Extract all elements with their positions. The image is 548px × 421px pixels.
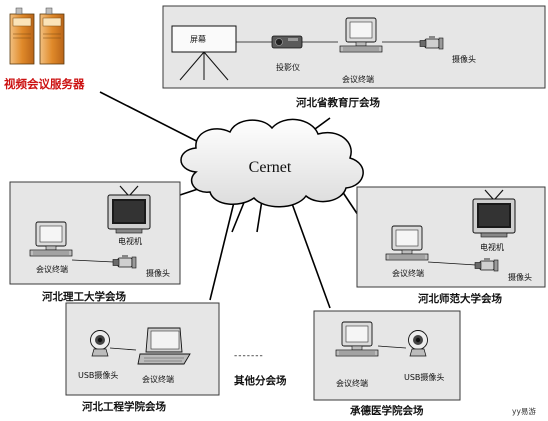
terminal-camera-cable [377, 345, 407, 349]
server-group: 视频会议服务器 [4, 7, 85, 91]
cernet-label: Cernet [249, 159, 292, 176]
venue-title: 河北省教育厅会场 [296, 96, 380, 109]
link-hebei-eng [209, 197, 236, 301]
terminal-label: 会议终端 [336, 378, 368, 388]
terminal-icon [385, 225, 429, 261]
link-others-2 [231, 199, 246, 233]
venue-chengde-med: 会议终端 USB摄像头 承德医学院会场 [313, 310, 461, 417]
screen-label: 屏幕 [190, 34, 206, 44]
terminal-icon [29, 221, 73, 257]
terminal-camera-cable [71, 259, 115, 263]
screen-icon [171, 25, 237, 81]
usb-camera-label: USB摄像头 [78, 370, 118, 380]
venue-title: 河北师范大学会场 [418, 292, 502, 305]
venue-title: 河北理工大学会场 [42, 290, 126, 303]
venue-hebei-tech: 电视机 会议终端 摄像头 河北理工大学会场 [9, 181, 181, 303]
cernet-cloud: Cernet [180, 118, 364, 208]
link-chengde-med [289, 197, 331, 309]
venue-title: 河北工程学院会场 [82, 400, 166, 413]
venue-hebei-eng: USB摄像头 会议终端 河北工程学院会场 [65, 302, 220, 413]
camera-laptop-cable [109, 347, 137, 351]
watermark: yy易游 [512, 406, 536, 416]
terminal-label: 会议终端 [36, 264, 68, 274]
tv-label: 电视机 [480, 242, 504, 252]
terminal-label: 会议终端 [392, 268, 424, 278]
others-dots: ------- [234, 351, 264, 361]
venue-hebei-edu: 屏幕 投影仪 会议终端 摄像头 河北省教育厅会场 [162, 5, 546, 109]
venue-hebei-eng-box [65, 302, 220, 396]
camera-label: 摄像头 [452, 54, 476, 64]
terminal-icon [339, 17, 383, 53]
venue-hebei-normal-box [356, 186, 546, 288]
usb-camera-label: USB摄像头 [404, 372, 444, 382]
projector-icon [271, 35, 303, 49]
server-icon [9, 7, 65, 65]
terminal-label: 会议终端 [142, 374, 174, 384]
usb-camera-icon [90, 330, 110, 357]
camera-label: 摄像头 [508, 272, 532, 282]
tv-label: 电视机 [118, 236, 142, 246]
terminal-camera-cable [427, 261, 477, 266]
server-label: 视频会议服务器 [4, 77, 85, 91]
usb-camera-icon [408, 330, 428, 357]
camera-label: 摄像头 [146, 268, 170, 278]
terminal-icon [335, 321, 379, 357]
venue-hebei-normal: 电视机 会议终端 摄像头 河北师范大学会场 [356, 186, 546, 305]
others-label: 其他分会场 [234, 374, 287, 387]
link-others-1 [256, 199, 263, 233]
projector-label: 投影仪 [276, 62, 300, 72]
venue-title: 承德医学院会场 [350, 404, 424, 417]
terminal-label: 会议终端 [342, 74, 374, 84]
